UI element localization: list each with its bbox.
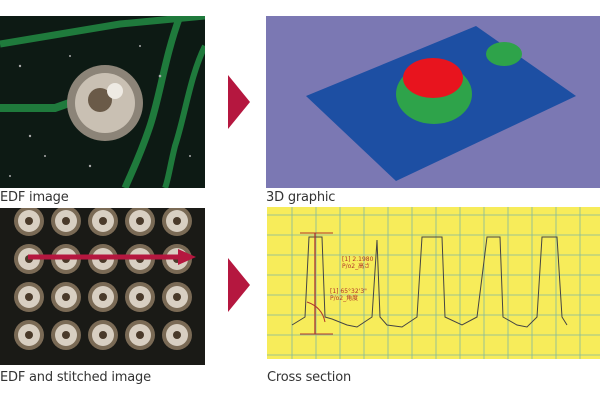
solder-ball <box>136 293 144 301</box>
angle-name: P/o2_角度 <box>330 294 358 302</box>
solder-ball <box>25 331 33 339</box>
arrow-right-icon <box>228 258 250 312</box>
solder-ball <box>173 331 181 339</box>
solder-ball <box>62 293 70 301</box>
solder-ball <box>62 331 70 339</box>
height-measure: [1] 2.1980 <box>342 256 374 263</box>
solder-ball <box>173 293 181 301</box>
solder-ball <box>99 293 107 301</box>
solder-ball <box>173 217 181 225</box>
solder-ball <box>99 331 107 339</box>
edf-stitched-image-label: EDF and stitched image <box>0 370 151 385</box>
height-name: P/o2_高さ <box>342 262 370 270</box>
edf-image <box>0 16 205 188</box>
3d-graphic <box>266 16 600 188</box>
cross-section: [1] 2.1980 P/o2_高さ [1] 65°32'3" P/o2_角度 <box>267 207 600 359</box>
solder-ball <box>25 293 33 301</box>
arrow-right-icon <box>228 75 250 129</box>
edf-image-label: EDF image <box>0 190 69 205</box>
3d-graphic-label: 3D graphic <box>266 190 336 205</box>
cross-section-label: Cross section <box>267 370 351 385</box>
solder-ball <box>136 217 144 225</box>
angle-measure: [1] 65°32'3" <box>330 288 367 295</box>
solder-ball <box>99 217 107 225</box>
solder-ball <box>25 217 33 225</box>
solder-ball <box>62 217 70 225</box>
solder-ball <box>136 331 144 339</box>
scan-arrow-head <box>178 249 196 265</box>
edf-stitched-image <box>0 208 205 365</box>
profile-line <box>291 236 568 328</box>
